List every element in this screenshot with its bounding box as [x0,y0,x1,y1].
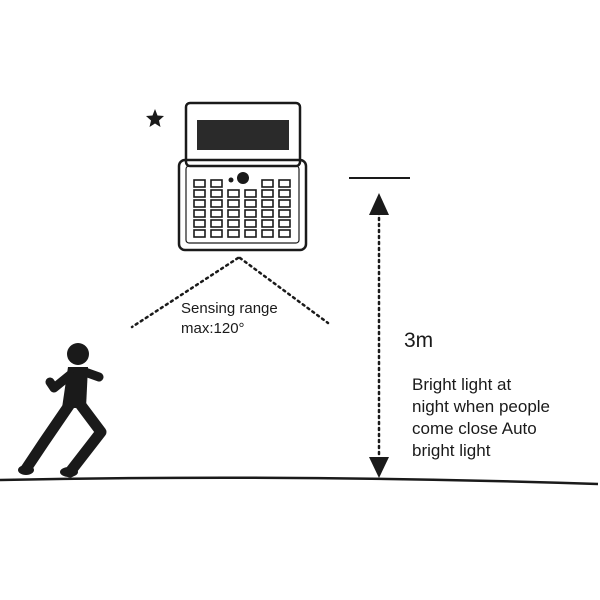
led-cell [227,209,240,218]
led-cell [278,219,291,228]
led-cell [227,199,240,208]
runner-icon [18,343,107,478]
led-cell [193,189,206,198]
led-cell [193,219,206,228]
caption-line3: come close Auto [412,419,537,438]
led-cell [278,209,291,218]
led-cell [261,209,274,218]
moon-icon [128,104,150,135]
led-cell [244,199,257,208]
led-cell [261,199,274,208]
led-cell [193,199,206,208]
led-cell [244,229,257,238]
led-cell [244,219,257,228]
led-cell [227,189,240,198]
led-cell [227,229,240,238]
led-cell [261,229,274,238]
led-cell [210,199,223,208]
led-cell [261,189,274,198]
led-cell [210,179,223,188]
led-cell [278,179,291,188]
led-cell [261,179,274,188]
led-cell [278,189,291,198]
led-cell [210,219,223,228]
caption-line1: Bright light at [412,375,512,394]
ground-line [0,476,599,486]
caption-line2: night when people [412,397,551,416]
led-cell [210,189,223,198]
led-cell [261,219,274,228]
led-cell [210,209,223,218]
sensing-range-label: Sensing range max:120° [181,299,278,339]
height-label: 3m [404,329,434,352]
arrow-down-icon [369,457,389,478]
led-cell [244,209,257,218]
sensing-range-lines [130,256,330,329]
sensing-range-line1: Sensing range [181,300,278,317]
led-cell [278,229,291,238]
led-cell [193,209,206,218]
led-cell [227,219,240,228]
star-icon [146,109,164,127]
led-grid [193,179,291,238]
led-cell [210,229,223,238]
arrow-up-icon [369,193,389,215]
led-cell [193,179,206,188]
solar-lamp-icon [177,101,308,252]
led-cell [278,199,291,208]
led-cell [193,229,206,238]
caption: Bright light at night when people come c… [412,374,550,462]
sensing-range-line2: max:120° [181,320,245,337]
led-cell [244,189,257,198]
caption-line4: bright light [412,441,491,460]
